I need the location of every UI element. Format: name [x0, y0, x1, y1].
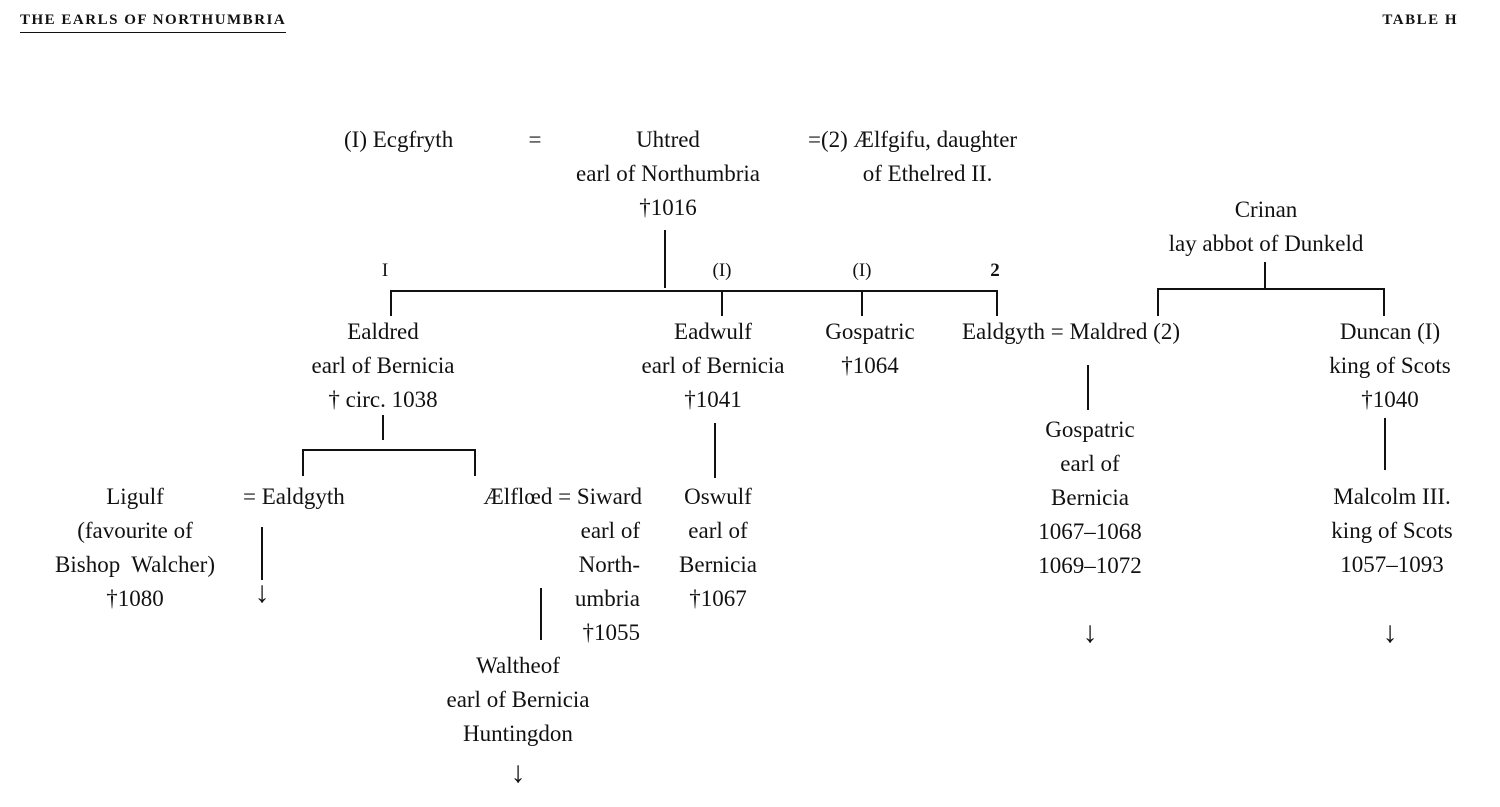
gospatric-earl-name: Gospatric — [1045, 417, 1135, 442]
waltheof-node: Waltheof earl of Bernicia Huntingdon — [446, 649, 589, 751]
gospatric-node: Gospatric †1064 — [825, 315, 914, 383]
descent-arrow-icon: ↓ — [1382, 616, 1398, 649]
ealdgyth-wife: = Ealdgyth — [243, 484, 345, 509]
duncan-node: Duncan (I) king of Scots †1040 — [1329, 315, 1450, 417]
marriage-label: (I) — [852, 260, 872, 281]
uhtred-node: Uhtred earl of Northumbria †1016 — [576, 123, 760, 225]
marriage-label: I — [381, 260, 389, 281]
oswulf-name: Oswulf — [684, 484, 752, 509]
ligulf-node: Ligulf (favourite of Bishop Walcher) †10… — [55, 480, 215, 616]
duncan-name: Duncan (I) — [1339, 319, 1441, 344]
descent-arrow-icon: ↓ — [510, 756, 526, 789]
ealdred-name: Ealdred — [347, 319, 419, 344]
ligulf-name: Ligulf — [106, 484, 164, 509]
aelfgifu-node: =(2) Ælfgifu, daughter of Ethelred II. — [808, 123, 1017, 191]
descent-arrow-icon: ↓ — [254, 576, 270, 609]
gospatric-earl-node: Gospatric earl of Bernicia 1067–1068 106… — [1038, 413, 1142, 583]
malcolm-title: king of Scots — [1331, 518, 1453, 543]
uhtred-death: †1016 — [639, 195, 697, 220]
ealdgyth-maldred: Ealdgyth = Maldred (2) — [962, 319, 1180, 344]
gospatric-earl-title: earl of — [1060, 451, 1120, 476]
duncan-death: †1040 — [1361, 387, 1419, 412]
siward-title: umbria — [574, 586, 640, 611]
waltheof-name: Waltheof — [476, 653, 560, 678]
gospatric-name: Gospatric — [825, 319, 915, 344]
oswulf-title: Bernicia — [679, 552, 757, 577]
crinan-node: Crinan lay abbot of Dunkeld — [1169, 193, 1364, 261]
gospatric-death: †1064 — [841, 353, 899, 378]
gospatric-earl-dates: 1067–1068 — [1038, 519, 1142, 544]
ligulf-note: (favourite of — [77, 518, 193, 543]
gospatric-earl-title: Bernicia — [1051, 485, 1129, 510]
siward-node: earl of North- umbria †1055 — [575, 514, 640, 650]
oswulf-node: Oswulf earl of Bernicia †1067 — [679, 480, 757, 616]
ealdred-node: Ealdred earl of Bernicia † circ. 1038 — [311, 315, 454, 417]
table-title: THE EARLS OF NORTHUMBRIA — [20, 12, 287, 33]
malcolm-name: Malcolm III. — [1333, 484, 1451, 509]
crinan-title: lay abbot of Dunkeld — [1168, 231, 1364, 256]
oswulf-title: earl of — [688, 518, 748, 543]
waltheof-title: earl of Bernicia — [446, 687, 590, 712]
aelflaed-siward: Ælflœd = Siward — [483, 484, 642, 509]
aelfgifu-name: =(2) Ælfgifu, daughter — [808, 127, 1018, 152]
ealdred-title: earl of Bernicia — [311, 353, 455, 378]
eadwulf-death: †1041 — [684, 387, 742, 412]
marriage-sign: = — [528, 127, 542, 152]
ligulf-death: †1080 — [106, 586, 164, 611]
malcolm-dates: 1057–1093 — [1340, 552, 1444, 577]
crinan-name: Crinan — [1234, 197, 1298, 222]
ealdred-death: † circ. 1038 — [328, 387, 438, 412]
uhtred-name: Uhtred — [636, 127, 700, 152]
eadwulf-node: Eadwulf earl of Bernicia †1041 — [641, 315, 784, 417]
oswulf-death: †1067 — [689, 586, 747, 611]
siward-title: North- — [578, 552, 640, 577]
gospatric-earl-dates: 1069–1072 — [1038, 553, 1142, 578]
eadwulf-name: Eadwulf — [674, 319, 752, 344]
ecgfryth: (I) Ecgfryth — [344, 127, 454, 152]
siward-title: earl of — [580, 518, 640, 543]
marriage-label: (I) — [712, 260, 732, 281]
malcolm-node: Malcolm III. king of Scots 1057–1093 — [1331, 480, 1452, 582]
aelfgifu-parent: of Ethelred II. — [862, 161, 993, 186]
duncan-title: king of Scots — [1329, 353, 1451, 378]
table-label: TABLE H — [1382, 12, 1458, 28]
ligulf-note: Bishop Walcher) — [55, 552, 215, 577]
eadwulf-title: earl of Bernicia — [641, 353, 785, 378]
uhtred-title: earl of Northumbria — [576, 161, 760, 186]
siward-death: †1055 — [582, 620, 641, 645]
marriage-label: 2 — [990, 260, 1000, 281]
waltheof-title: Huntingdon — [463, 721, 573, 746]
descent-arrow-icon: ↓ — [1082, 616, 1098, 649]
